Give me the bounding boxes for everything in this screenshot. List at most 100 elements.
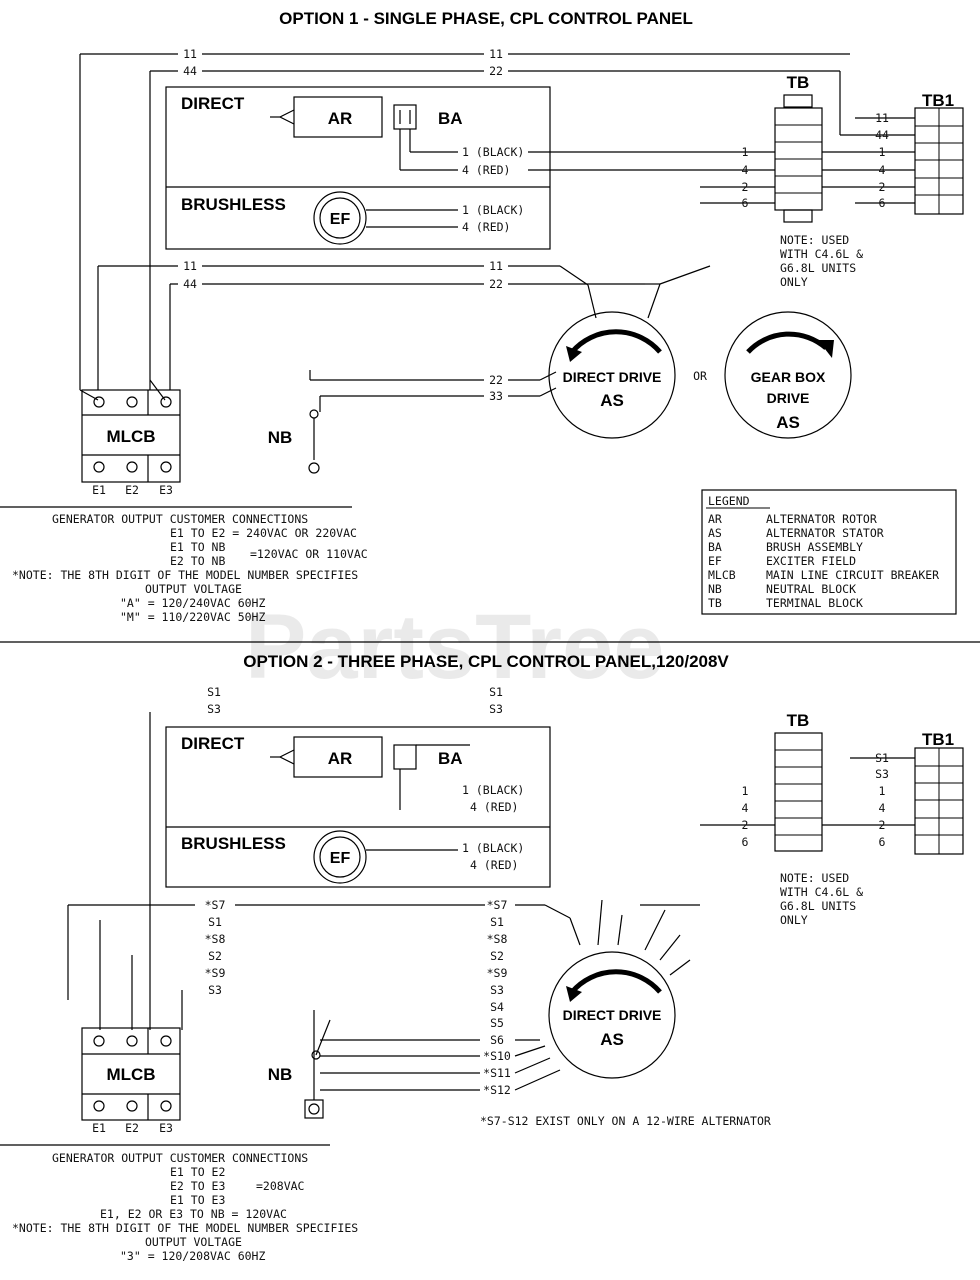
- option2-neutral-block: [304, 1010, 331, 1119]
- option2-mlcb: [81, 1027, 181, 1121]
- wire-label: 11: [489, 47, 503, 61]
- tb-num: 4: [742, 163, 749, 177]
- wire-label: 44: [183, 64, 197, 78]
- note-line: E1 TO E3: [170, 1193, 225, 1207]
- legend-title: LEGEND: [708, 494, 750, 508]
- note-line: =208VAC: [256, 1179, 305, 1193]
- note-line: =120VAC OR 110VAC: [250, 547, 368, 561]
- wire-label: 11: [489, 259, 503, 273]
- option1-mlcb: [81, 389, 181, 483]
- note-line: *NOTE: THE 8TH DIGIT OF THE MODEL NUMBER…: [12, 568, 358, 582]
- legend-box: [701, 489, 957, 615]
- as-label: AS: [600, 391, 624, 410]
- wire-label: 4 (RED): [462, 163, 510, 177]
- option1-direct-drive-stator: [548, 311, 676, 439]
- wire-label: S1: [207, 685, 221, 699]
- note-line: E1 TO NB: [170, 540, 225, 554]
- wire-label: S3: [207, 702, 221, 716]
- ar-label: AR: [328, 749, 353, 768]
- watermark: PartsTree: [245, 596, 664, 698]
- tb-label: TB: [787, 711, 810, 730]
- note-line: E1 TO E2: [170, 1165, 225, 1179]
- wire-label: S3: [490, 983, 504, 997]
- tb-num: 6: [742, 196, 749, 210]
- wire-label: S3: [489, 702, 503, 716]
- legend-code: NB: [708, 582, 722, 596]
- legend-desc: TERMINAL BLOCK: [766, 596, 863, 610]
- tb1-num: 4: [879, 163, 886, 177]
- tb1-num: 2: [879, 818, 886, 832]
- tb1-num: 4: [879, 801, 886, 815]
- ba-label: BA: [438, 749, 463, 768]
- option2-exciter-box: [165, 726, 551, 888]
- tb1-num: 1: [879, 784, 886, 798]
- tb1-num: 6: [879, 196, 886, 210]
- note-line: OUTPUT VOLTAGE: [145, 582, 242, 596]
- option1-title: OPTION 1 - SINGLE PHASE, CPL CONTROL PAN…: [279, 9, 693, 28]
- or-label: OR: [693, 369, 707, 383]
- tb-note: G6.8L UNITS: [780, 899, 856, 913]
- tb-note: ONLY: [780, 275, 808, 289]
- note-line: E2 TO NB: [170, 554, 225, 568]
- tb-note: NOTE: USED: [780, 233, 849, 247]
- ba-label: BA: [438, 109, 463, 128]
- option2-stator-wires: [67, 899, 700, 1091]
- legend-code: AS: [708, 526, 722, 540]
- tb1-num: 11: [875, 111, 889, 125]
- tb1-num: 44: [875, 128, 889, 142]
- tb1-label: TB1: [922, 91, 954, 110]
- tb1-num: 2: [879, 180, 886, 194]
- drive-label: DRIVE: [767, 390, 810, 406]
- wire-label: S3: [208, 983, 222, 997]
- gear-box-label: GEAR BOX: [751, 369, 826, 385]
- wire-label: *S12: [483, 1083, 511, 1097]
- ar-label: AR: [328, 109, 353, 128]
- tb-note: WITH C4.6L &: [780, 247, 863, 261]
- note-line: E2 TO E3: [170, 1179, 225, 1193]
- legend-desc: ALTERNATOR STATOR: [766, 526, 884, 540]
- wire-label: *S8: [487, 932, 508, 946]
- legend-desc: ALTERNATOR ROTOR: [766, 512, 877, 526]
- mlcb-label: MLCB: [106, 1065, 155, 1084]
- tb-label: TB: [787, 73, 810, 92]
- wire-label: 1 (BLACK): [462, 841, 524, 855]
- as-label: AS: [600, 1030, 624, 1049]
- wire-label: S5: [490, 1016, 504, 1030]
- note-line: GENERATOR OUTPUT CUSTOMER CONNECTIONS: [52, 512, 308, 526]
- wire-label: 11: [183, 47, 197, 61]
- legend-code: AR: [708, 512, 722, 526]
- wire-label: *S7: [487, 898, 508, 912]
- note-line: OUTPUT VOLTAGE: [145, 1235, 242, 1249]
- wire-label: 22: [489, 373, 503, 387]
- option1-exciter-box: [165, 86, 915, 250]
- tb-note: G6.8L UNITS: [780, 261, 856, 275]
- wire-label: 22: [489, 277, 503, 291]
- note-line: *NOTE: THE 8TH DIGIT OF THE MODEL NUMBER…: [12, 1221, 358, 1235]
- wire-label: S1: [489, 685, 503, 699]
- option1-terminal-blocks: [774, 94, 964, 223]
- e-label: E1: [92, 483, 106, 497]
- option1-gear-box-stator: [724, 311, 852, 439]
- ef-label: EF: [330, 211, 351, 228]
- note-line: "A" = 120/240VAC 60HZ: [120, 596, 265, 610]
- nb-label: NB: [268, 1065, 293, 1084]
- tb-num: 2: [742, 818, 749, 832]
- tb1-label: TB1: [922, 730, 954, 749]
- tb-num: 6: [742, 835, 749, 849]
- note-line: E1, E2 OR E3 TO NB = 120VAC: [100, 1207, 287, 1221]
- e-label: E1: [92, 1121, 106, 1135]
- option2-terminal-blocks: [700, 732, 964, 855]
- wire-label: S6: [490, 1033, 504, 1047]
- wire-label: 22: [489, 64, 503, 78]
- option1-top-wires: [79, 46, 915, 401]
- as-label: AS: [776, 413, 800, 432]
- wire-label: 33: [489, 389, 503, 403]
- tb-num: 4: [742, 801, 749, 815]
- wire-label: 1 (BLACK): [462, 203, 524, 217]
- direct-label: DIRECT: [181, 734, 245, 753]
- option2-title: OPTION 2 - THREE PHASE, CPL CONTROL PANE…: [243, 652, 729, 671]
- wire-label: *S9: [205, 966, 226, 980]
- wire-label: 4 (RED): [462, 220, 510, 234]
- brushless-label: BRUSHLESS: [181, 834, 286, 853]
